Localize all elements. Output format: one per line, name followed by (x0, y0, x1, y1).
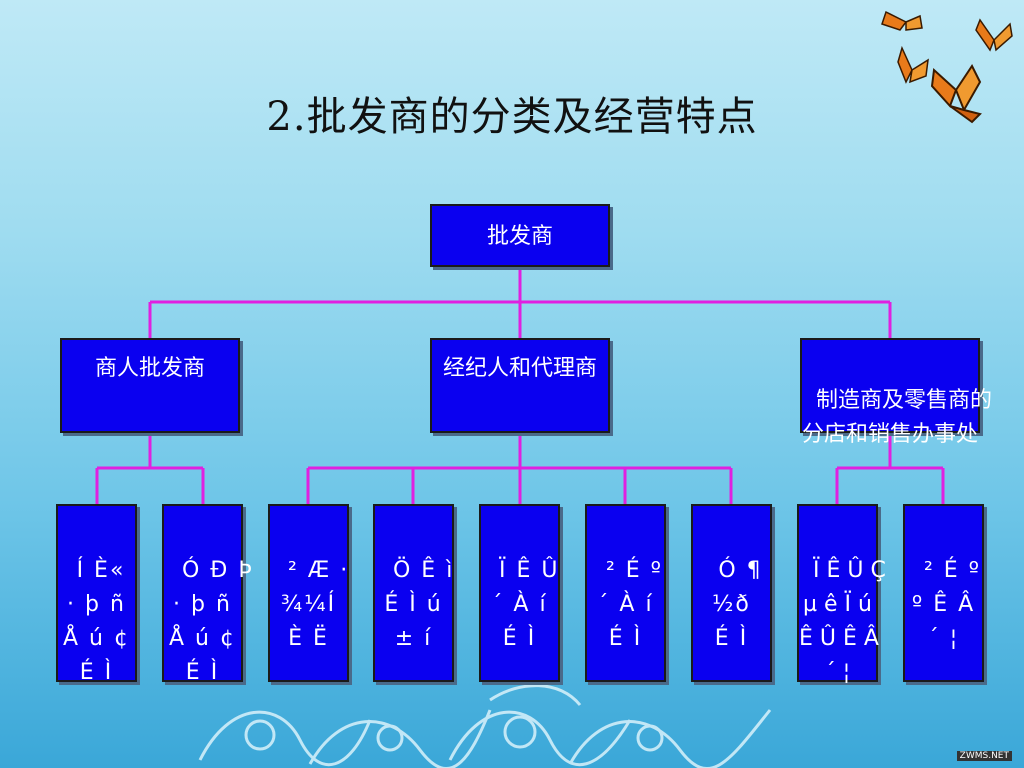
leaf-node-1[interactable]: Í È« · þ ñ Å ú ¢ É Ì (56, 504, 137, 685)
category-node-label: 制造商及零售商的 分店和销售办事处 (802, 388, 993, 447)
leaf-node-text: ² Æ · ¾¼Í È Ë (280, 558, 350, 651)
leaf-node-3[interactable]: ² Æ · ¾¼Í È Ë (268, 504, 349, 682)
butterfly-icon (881, 10, 923, 31)
swirl-ornament (198, 684, 772, 768)
root-node-wholesaler[interactable]: 批发商 (430, 204, 610, 267)
category-node-brokers-agents[interactable]: 经纪人和代理商 (430, 338, 610, 433)
leaf-node-5[interactable]: Ï Ê Û ´ À í É Ì (479, 504, 560, 682)
leaf-node-9[interactable]: ² É º º Ê Â ´ ¦ (903, 504, 984, 682)
leaf-node-text: Ï Ê Û Ç µ ê Ï ú Ê Û Ê Â ´ ¦ (799, 558, 886, 685)
leaf-node-text: Ö Ê ì É Ì ú ± í (384, 558, 455, 651)
leaf-node-6[interactable]: ² É º ´ À í É Ì (585, 504, 666, 682)
leaf-node-text: Ï Ê Û ´ À í É Ì (491, 558, 560, 651)
butterfly-icon (930, 64, 982, 124)
leaf-node-text: Ó Ð Þ · þ ñ Å ú ¢ É Ì (169, 558, 254, 685)
category-node-label: 经纪人和代理商 (442, 356, 597, 381)
leaf-node-text: ² É º ´ À í É Ì (597, 558, 664, 651)
leaf-node-text: Ó ¶ ½ð É Ì (712, 558, 763, 651)
leaf-node-7[interactable]: Ó ¶ ½ð É Ì (691, 504, 772, 682)
watermark: ZWMS.NET (956, 751, 1012, 761)
butterfly-icon (975, 18, 1013, 52)
butterfly-icon (897, 45, 929, 84)
leaf-node-2[interactable]: Ó Ð Þ · þ ñ Å ú ¢ É Ì (162, 504, 252, 685)
root-node-label: 批发商 (486, 224, 553, 249)
category-node-branches-offices[interactable]: 制造商及零售商的 分店和销售办事处 (800, 338, 992, 447)
category-node-label: 商人批发商 (94, 356, 205, 381)
leaf-node-text: ² É º º Ê Â ´ ¦ (911, 558, 982, 651)
leaf-node-8[interactable]: Ï Ê Û Ç µ ê Ï ú Ê Û Ê Â ´ ¦ (797, 504, 886, 685)
leaf-node-text: Í È« · þ ñ Å ú ¢ É Ì (63, 558, 130, 685)
category-node-merchant-wholesaler[interactable]: 商人批发商 (60, 338, 240, 433)
slide-title: 2.批发商的分类及经营特点 (266, 94, 758, 140)
leaf-node-4[interactable]: Ö Ê ì É Ì ú ± í (373, 504, 454, 682)
butterflies-decoration (881, 10, 1013, 124)
